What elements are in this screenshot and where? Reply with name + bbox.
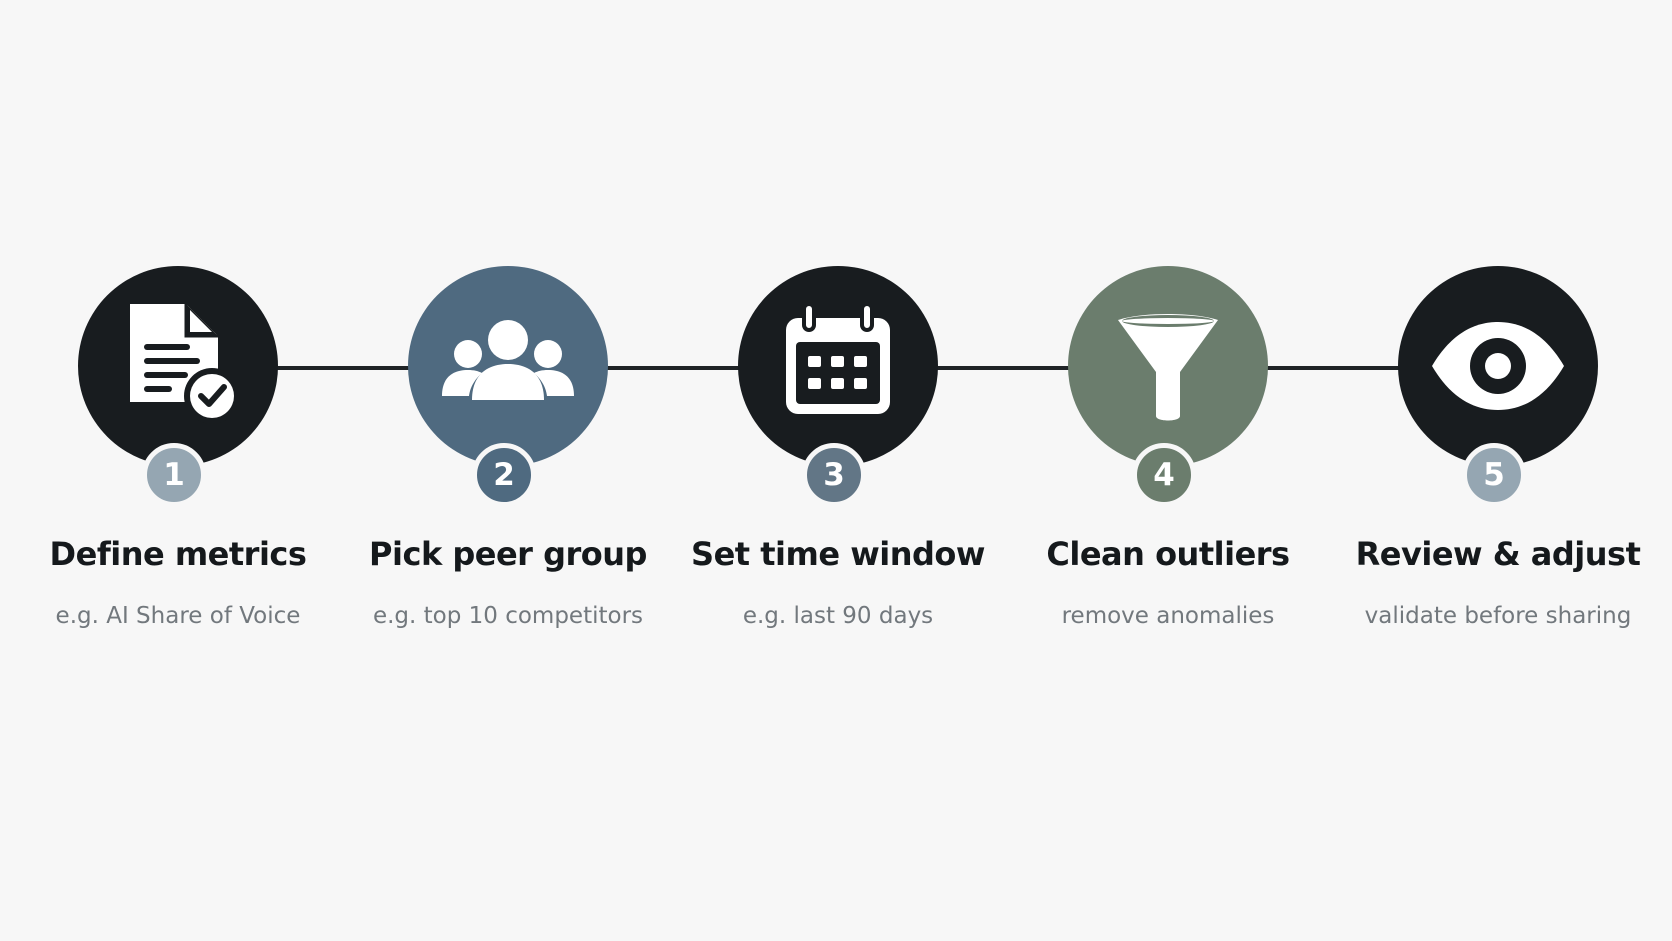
step-2: 2 Pick peer group e.g. top 10 competitor… (328, 0, 688, 941)
step-3: 3 Set time window e.g. last 90 days (658, 0, 1018, 941)
step-1-subtitle: e.g. AI Share of Voice (55, 603, 301, 629)
step-2-circle (408, 266, 608, 466)
step-1-title: Define metrics (49, 535, 307, 573)
step-3-circle (738, 266, 938, 466)
step-5-circle (1398, 266, 1598, 466)
step-1-number-badge: 1 (142, 443, 206, 507)
step-4-subtitle: remove anomalies (1061, 603, 1275, 629)
step-5-subtitle: validate before sharing (1364, 603, 1632, 629)
step-3-subtitle: e.g. last 90 days (742, 603, 934, 629)
funnel-icon (1118, 314, 1218, 421)
step-4-number-badge: 4 (1132, 443, 1196, 507)
step-2-title: Pick peer group (369, 535, 647, 573)
step-2-subtitle: e.g. top 10 competitors (372, 603, 644, 629)
step-3-title: Set time window (691, 535, 985, 573)
step-4-circle (1068, 266, 1268, 466)
step-4: 4 Clean outliers remove anomalies (988, 0, 1348, 941)
step-3-number-badge: 3 (802, 443, 866, 507)
step-4-title: Clean outliers (1046, 535, 1290, 573)
step-5: 5 Review & adjust validate before sharin… (1318, 0, 1672, 941)
step-2-number-badge: 2 (472, 443, 536, 507)
people-group-icon (442, 320, 574, 400)
step-1-circle (78, 266, 278, 466)
step-5-number-badge: 5 (1462, 443, 1526, 507)
document-check-icon (130, 304, 240, 424)
calendar-icon (786, 302, 890, 414)
step-5-title: Review & adjust (1355, 535, 1641, 573)
eye-icon (1432, 322, 1564, 410)
step-1: 1 Define metrics e.g. AI Share of Voice (0, 0, 358, 941)
